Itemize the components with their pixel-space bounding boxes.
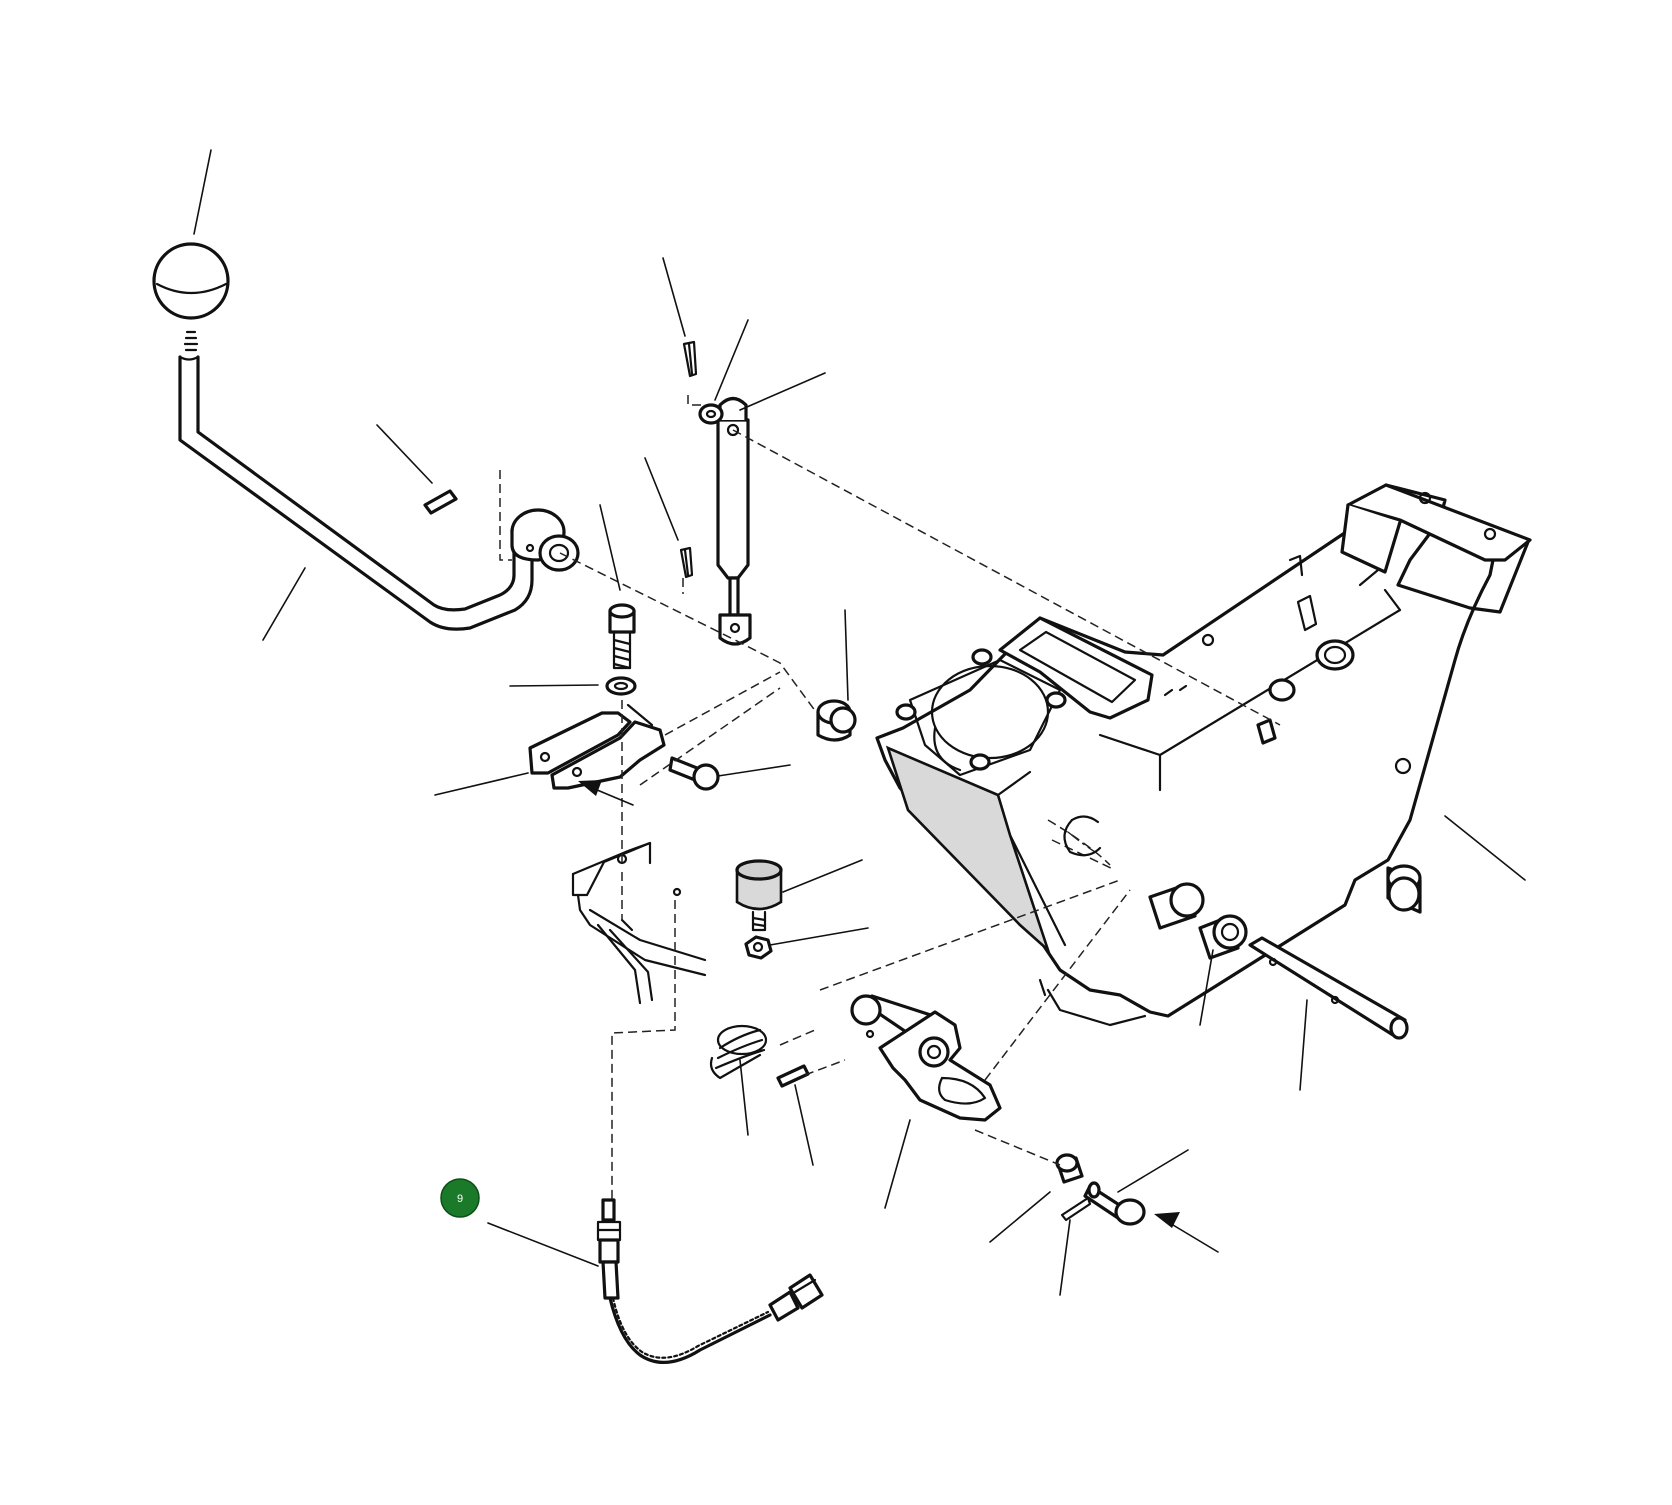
clevis-bracket [528, 703, 666, 790]
bushing-lower-left [1148, 882, 1205, 930]
bushing-upper [816, 699, 857, 742]
clevis-pin [668, 756, 720, 791]
gear-lever [152, 242, 580, 631]
bushing-lower-right [1198, 914, 1248, 960]
callout-9-label: 9 [457, 1193, 463, 1205]
arrow-left-icon [1154, 1212, 1180, 1228]
split-pin-middle [679, 546, 694, 579]
small-sleeve [1055, 1153, 1084, 1184]
control-cable [596, 1198, 824, 1365]
hex-nut [744, 935, 773, 960]
adjuster-knob [735, 859, 783, 932]
callout-9[interactable]: 9 [440, 1178, 480, 1218]
return-spring [709, 1024, 768, 1080]
arrow-left-icon [578, 780, 602, 796]
lever-knob [152, 242, 230, 320]
lock-washer [605, 676, 637, 696]
gas-strut [698, 396, 752, 646]
cap-screw [608, 603, 636, 670]
main-housing [875, 483, 1532, 1027]
assembly-lines [499, 395, 1281, 1200]
split-pin-lower [1060, 1196, 1092, 1222]
base-plate [571, 841, 707, 1005]
leader-lines [193, 149, 1526, 1296]
pivot-shaft [1248, 936, 1409, 1040]
grooved-pin [776, 1064, 810, 1088]
direction-arrows [578, 780, 1219, 1253]
pedal-arm [850, 994, 1002, 1122]
split-pin-upper [682, 340, 698, 378]
pedal-pin [1083, 1181, 1146, 1226]
callout-9-badge[interactable] [440, 1178, 480, 1218]
roll-pin [423, 489, 458, 515]
